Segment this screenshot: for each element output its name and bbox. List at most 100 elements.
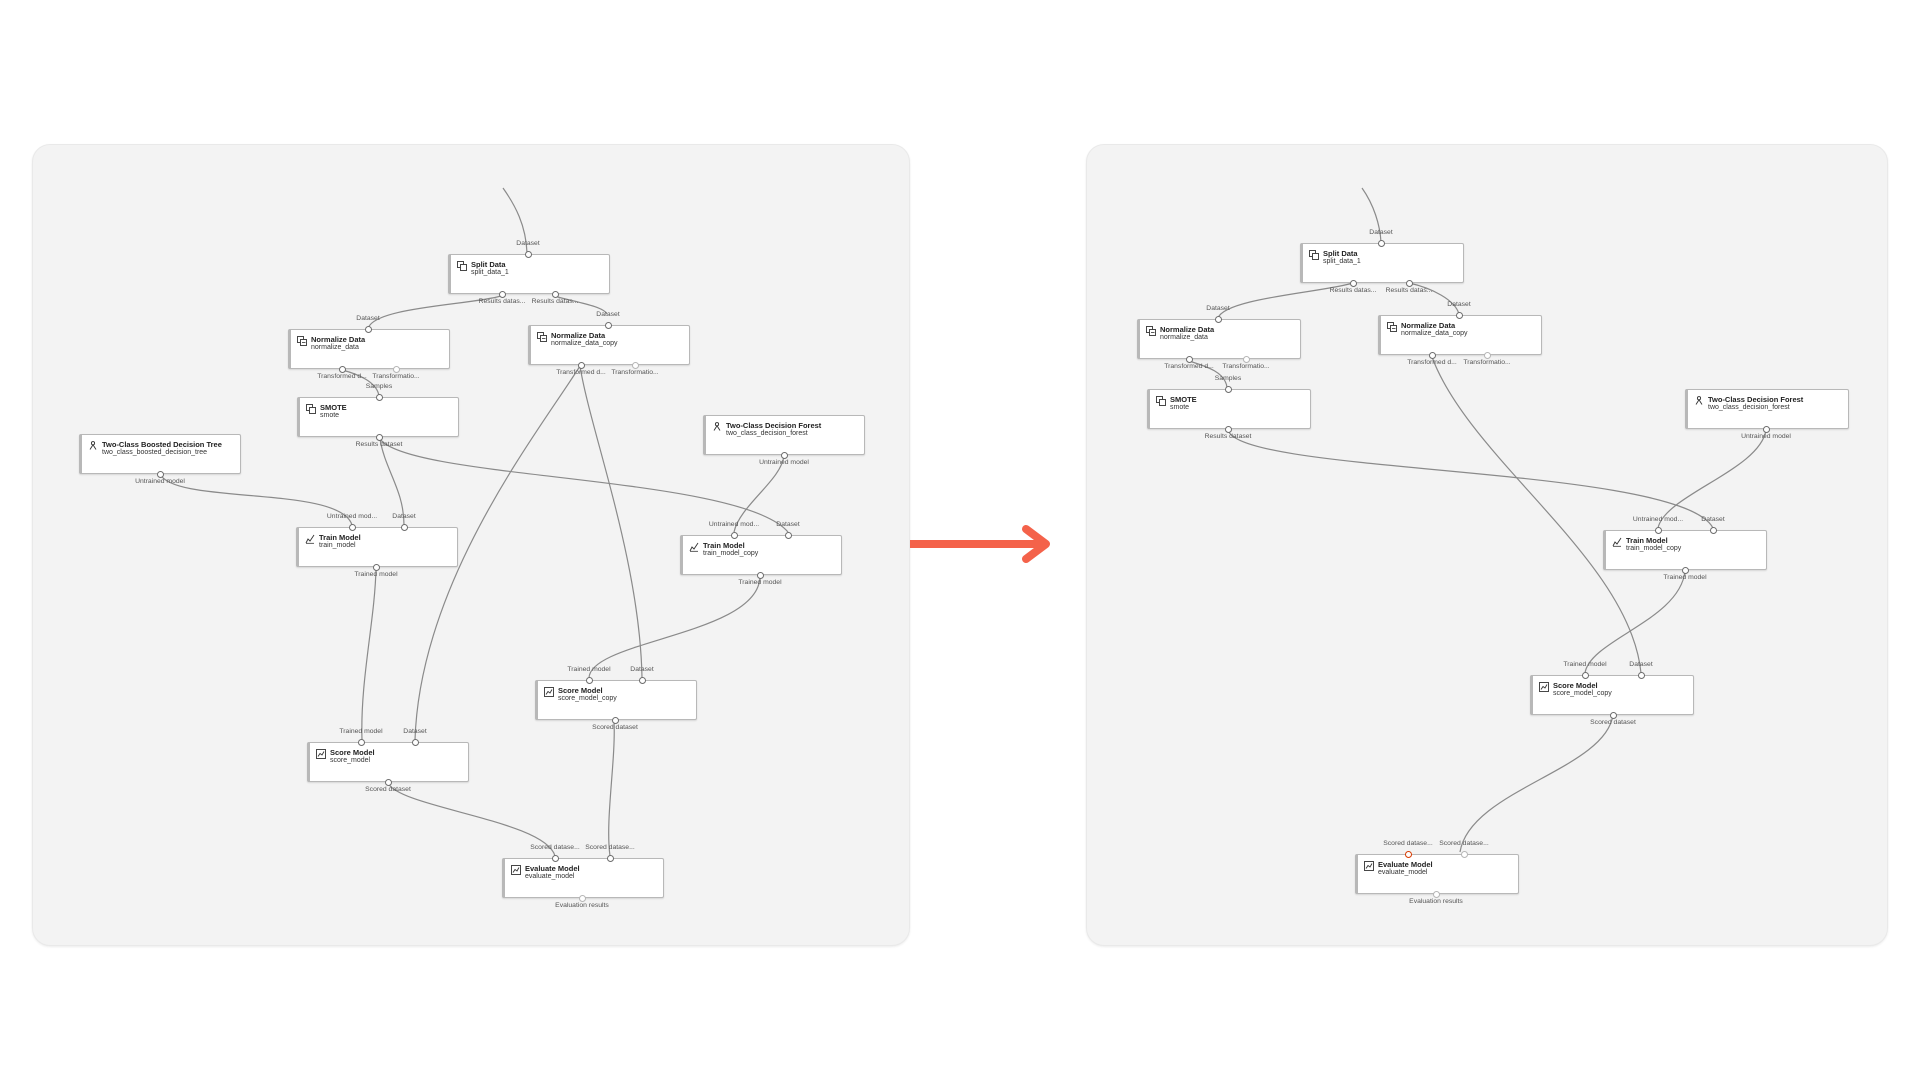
score-model-icon bbox=[544, 687, 554, 697]
port-label: Dataset bbox=[1206, 305, 1230, 312]
port-label: Transformatio... bbox=[611, 369, 659, 376]
results-dataset-2-port[interactable] bbox=[551, 290, 559, 298]
evaluation-results-port[interactable] bbox=[1432, 890, 1440, 898]
port-label: Dataset bbox=[392, 513, 416, 520]
dataset-input-port[interactable] bbox=[1709, 526, 1717, 534]
dataset-input-port[interactable] bbox=[411, 738, 419, 746]
dataset-input-port[interactable] bbox=[1214, 315, 1222, 323]
port-label: Transformatio... bbox=[372, 373, 420, 380]
train-model-icon bbox=[689, 542, 699, 552]
module-title: Train Model bbox=[319, 533, 361, 542]
untrained-model-port[interactable] bbox=[156, 470, 164, 478]
normalize-data-icon bbox=[1387, 322, 1397, 332]
dataset-input-port[interactable] bbox=[1377, 239, 1385, 247]
trained-model-input-port[interactable] bbox=[357, 738, 365, 746]
normalize-data-icon bbox=[297, 336, 307, 346]
module-title: Two-Class Boosted Decision Tree bbox=[102, 440, 222, 449]
module-title: Two-Class Decision Forest bbox=[1708, 395, 1804, 404]
port-label: Transformatio... bbox=[1222, 363, 1270, 370]
scored-dataset-1-input-port[interactable] bbox=[1404, 850, 1412, 858]
results-dataset-port[interactable] bbox=[1224, 425, 1232, 433]
module-instance-name: evaluate_model bbox=[525, 873, 575, 880]
port-label: Scored dataset bbox=[365, 786, 411, 793]
evaluate-model-icon bbox=[1364, 861, 1374, 871]
results-dataset-1-port[interactable] bbox=[498, 290, 506, 298]
dataset-input-port[interactable] bbox=[364, 325, 372, 333]
dataset-input-port[interactable] bbox=[638, 676, 646, 684]
transformation-port[interactable] bbox=[1242, 355, 1250, 363]
port-label: Trained model bbox=[1663, 574, 1707, 581]
dataset-input-port[interactable] bbox=[784, 531, 792, 539]
transformed-dataset-port[interactable] bbox=[1428, 351, 1436, 359]
untrained-model-input-port[interactable] bbox=[1654, 526, 1662, 534]
module-instance-name: normalize_data bbox=[1160, 334, 1208, 341]
untrained-model-input-port[interactable] bbox=[348, 523, 356, 531]
scored-dataset-1-input-port[interactable] bbox=[551, 854, 559, 862]
trained-model-input-port[interactable] bbox=[1581, 671, 1589, 679]
trained-model-input-port[interactable] bbox=[585, 676, 593, 684]
untrained-model-input-port[interactable] bbox=[730, 531, 738, 539]
trained-model-port[interactable] bbox=[372, 563, 380, 571]
split-data-icon bbox=[457, 261, 467, 271]
scored-dataset-port[interactable] bbox=[1609, 711, 1617, 719]
results-dataset-1-port[interactable] bbox=[1349, 279, 1357, 287]
transformation-port[interactable] bbox=[1483, 351, 1491, 359]
untrained-model-port[interactable] bbox=[780, 451, 788, 459]
transformation-port[interactable] bbox=[631, 361, 639, 369]
results-dataset-port[interactable] bbox=[375, 433, 383, 441]
module-instance-name: train_model bbox=[319, 542, 356, 549]
results-dataset-2-port[interactable] bbox=[1405, 279, 1413, 287]
scored-dataset-port[interactable] bbox=[611, 716, 619, 724]
pipeline-canvas-after[interactable] bbox=[1086, 144, 1888, 946]
trained-model-port[interactable] bbox=[756, 571, 764, 579]
port-label: Evaluation results bbox=[555, 902, 609, 909]
transformed-dataset-port[interactable] bbox=[338, 365, 346, 373]
dataset-input-port[interactable] bbox=[1455, 311, 1463, 319]
port-label: Trained model bbox=[339, 728, 383, 735]
port-label: Results datas... bbox=[1385, 287, 1433, 294]
module-instance-name: train_model_copy bbox=[1626, 545, 1682, 552]
dataset-input-port[interactable] bbox=[1637, 671, 1645, 679]
transformed-dataset-port[interactable] bbox=[577, 361, 585, 369]
module-title: SMOTE bbox=[1170, 395, 1197, 404]
transformation-port[interactable] bbox=[392, 365, 400, 373]
dataset-input-port[interactable] bbox=[400, 523, 408, 531]
samples-input-port[interactable] bbox=[375, 393, 383, 401]
module-title: Score Model bbox=[1553, 681, 1598, 690]
module-title: Split Data bbox=[471, 260, 506, 269]
dataset-input-port[interactable] bbox=[524, 250, 532, 258]
samples-input-port[interactable] bbox=[1224, 385, 1232, 393]
evaluation-results-port[interactable] bbox=[578, 894, 586, 902]
module-instance-name: two_class_decision_forest bbox=[1708, 404, 1790, 411]
scored-dataset-port[interactable] bbox=[384, 778, 392, 786]
untrained-model-port[interactable] bbox=[1762, 425, 1770, 433]
module-instance-name: two_class_boosted_decision_tree bbox=[102, 449, 208, 456]
scored-dataset-2-input-port[interactable] bbox=[1460, 850, 1468, 858]
module-instance-name: smote bbox=[1170, 404, 1190, 411]
port-label: Untrained mod... bbox=[1632, 516, 1684, 523]
scored-dataset-2-input-port[interactable] bbox=[606, 854, 614, 862]
port-label: Dataset bbox=[596, 311, 620, 318]
dataset-input-port[interactable] bbox=[604, 321, 612, 329]
trained-model-port[interactable] bbox=[1681, 566, 1689, 574]
transformed-dataset-port[interactable] bbox=[1185, 355, 1193, 363]
